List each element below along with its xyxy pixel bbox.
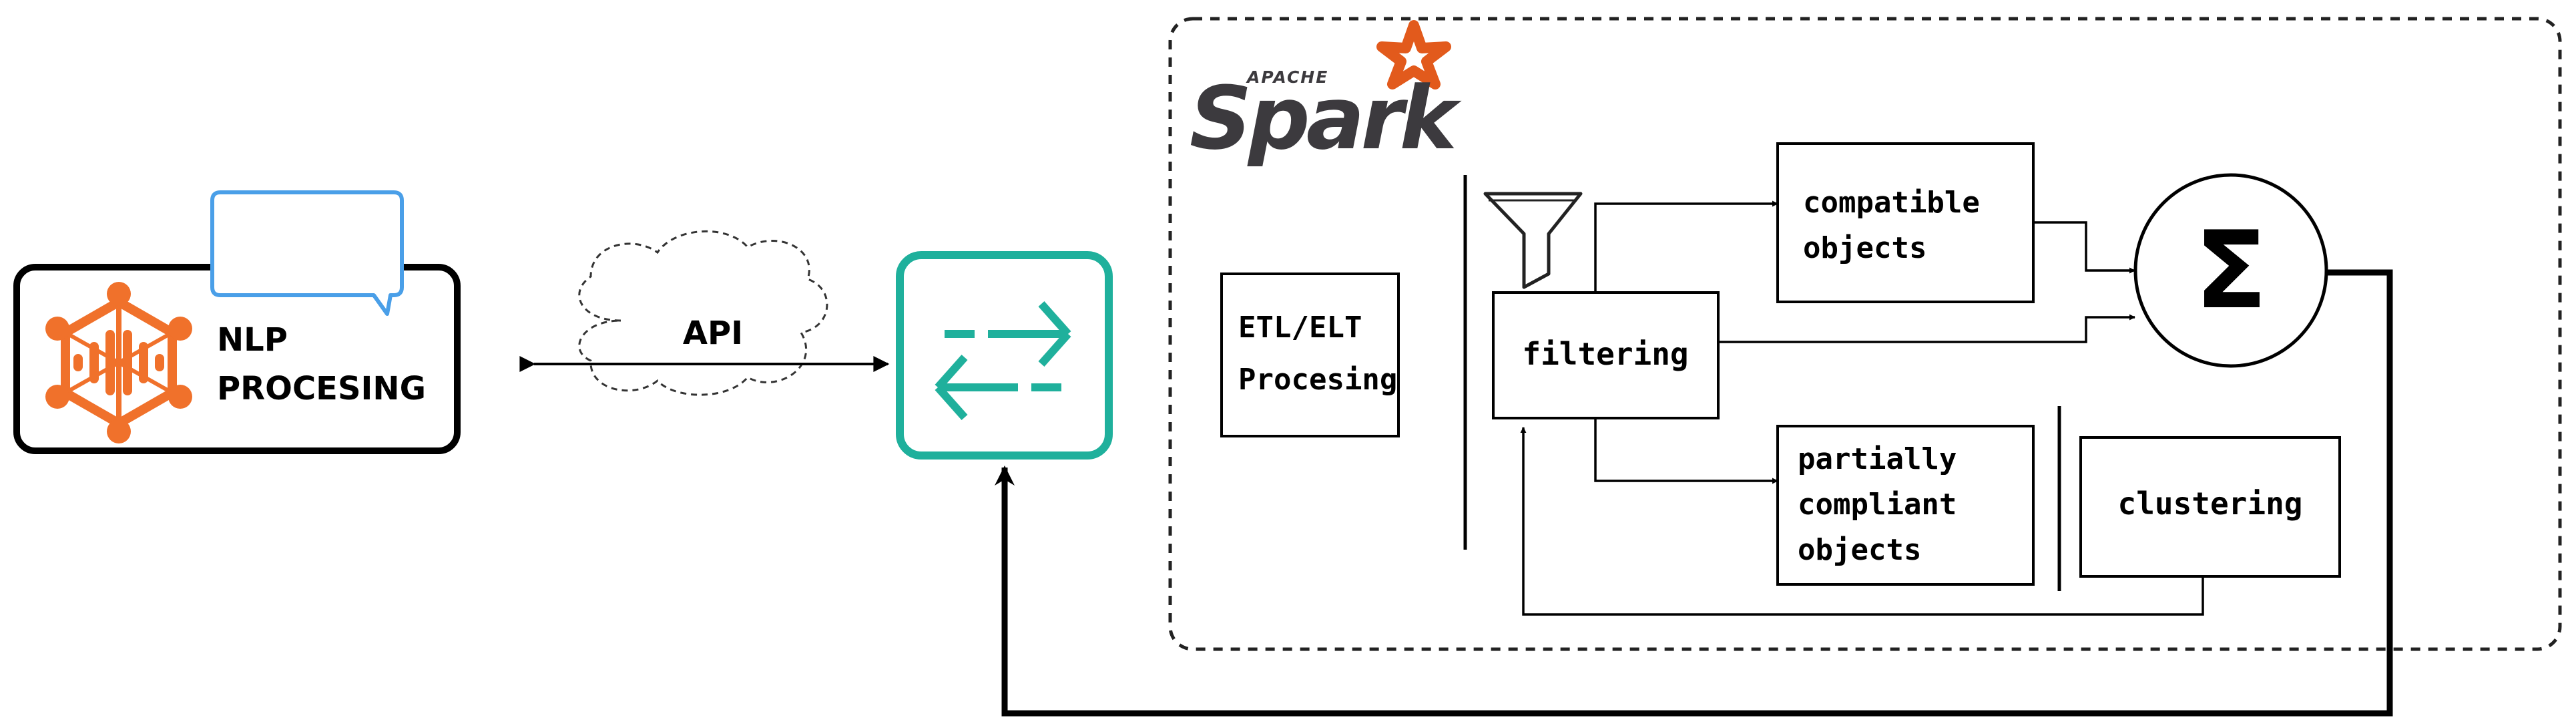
etl-line2: Procesing	[1238, 363, 1397, 397]
filtering-label: filtering	[1522, 336, 1688, 372]
partial-line3: objects	[1798, 533, 1921, 567]
partial-line2: compliant	[1798, 488, 1957, 522]
nlp-title-line2: PROCESING	[217, 370, 426, 407]
spark-cluster-boundary	[1168, 17, 2562, 651]
api-label: API	[683, 315, 743, 352]
filtering-box: filtering	[1492, 291, 1720, 419]
spark-logo: APACHE Spark	[1190, 20, 1467, 169]
clustering-feedback-arrow	[1520, 427, 2204, 616]
nlp-network-icon	[45, 282, 192, 443]
partial-line1: partially	[1798, 442, 1957, 476]
etl-elt-box: ETL/ELT Procesing	[1220, 272, 1400, 437]
exchange-block	[896, 251, 1113, 460]
exchange-arrows-icon	[935, 301, 1071, 420]
clustering-box: clustering	[2079, 436, 2341, 578]
flow-connectors	[1520, 200, 2204, 616]
spark-apache-label: APACHE	[1246, 67, 1328, 87]
spark-wordmark: Spark	[1190, 67, 1463, 169]
partial-objects-box: partially compliant objects	[1776, 425, 2035, 586]
exchange-box	[896, 251, 1113, 460]
aggregation-node: Σ	[2133, 173, 2328, 368]
compatible-line1: compatible	[1803, 186, 1980, 220]
clustering-label: clustering	[2118, 486, 2303, 522]
sum-symbol: Σ	[2194, 208, 2267, 333]
funnel-icon	[1483, 192, 1583, 289]
nlp-processing-block: NLP PROCESING	[13, 190, 461, 454]
filter-to-partial-arrow	[1594, 418, 1778, 484]
api-connection: API	[519, 230, 890, 396]
cloud-icon	[578, 230, 828, 396]
spark-star-icon	[1376, 20, 1451, 89]
speech-bubble-icon	[210, 190, 404, 316]
filter-to-compatible-arrow	[1594, 200, 1778, 293]
compatible-objects-box: compatible objects	[1776, 142, 2035, 303]
result-feedback-arrow	[995, 269, 2393, 717]
compatible-to-sum-arrow	[2033, 221, 2135, 274]
compatible-line2: objects	[1803, 231, 1926, 265]
filter-to-sum-arrow	[1718, 314, 2135, 343]
etl-line1: ETL/ELT	[1238, 311, 1362, 345]
nlp-title-line1: NLP	[217, 321, 288, 359]
